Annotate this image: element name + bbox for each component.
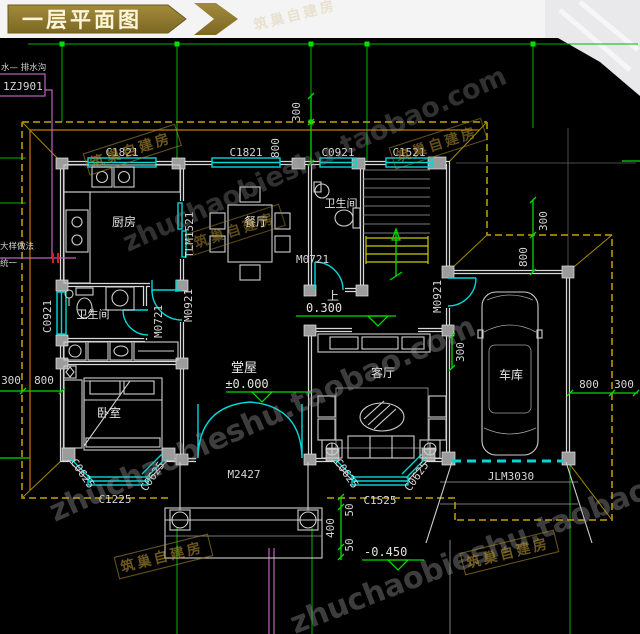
dimension-lines [0,92,640,561]
dim-top-300: 300 [290,102,303,122]
stairs [363,169,430,281]
annotations: 水— 排水沟 1ZJ901 大样做法 统一 [0,62,76,269]
window-c0921-top [319,157,357,168]
marble-corner [545,0,640,96]
dim-bottom-50b: 50 [343,538,356,551]
dim-bottom-50a: 50 [343,503,356,516]
dim-tr-800: 800 [517,247,530,267]
dim-bottom-400: 400 [324,518,337,538]
bath-right-fixtures [313,181,361,229]
label-m0921-hall: M0921 [182,289,195,322]
room-bath-left: 卫生间 [77,307,110,321]
label-c0921-top: C0921 [321,146,354,159]
room-living: 客厅 [371,365,395,380]
room-garage: 车库 [499,367,523,382]
car [477,291,543,456]
note-drain: 水— 排水沟 [1,62,46,73]
room-bedroom: 卧室 [97,405,121,420]
dim-left-300: 300 [1,374,21,387]
door-m0921-hall [151,289,183,321]
note-left1: 大样做法 [0,241,34,252]
dim-left-800: 800 [34,374,54,387]
banner-chevron-icon [194,3,238,35]
dim-tr-300: 300 [537,211,550,231]
door-m0721-bath [314,261,344,291]
room-kitchen: 厨房 [112,214,136,229]
label-m0921-garage: M0921 [431,280,444,313]
dim-garage-300: 300 [454,342,467,362]
header: 一层平面图 筑巢自建房 [0,0,640,96]
bath-left-fixtures [63,286,179,361]
door-m0921-garage [447,277,477,307]
kitchen-opening-jambs [151,280,177,292]
elevation-markers: 堂屋 ±0.000 上 0.300 -0.450 [225,289,424,571]
label-c1821-a: C1821 [105,146,138,159]
living-furniture [317,333,447,459]
door-m2427-double [197,401,303,459]
label-tlm1521: TLM1521 [183,212,196,258]
label-m0721-left: M0721 [152,305,165,338]
door-tlm1521 [177,202,187,258]
page-title: 一层平面图 [22,7,142,32]
note-ref: 1ZJ901 [3,80,43,93]
title-banner [7,4,187,34]
label-m0721-bath: M0721 [296,253,329,266]
dim-right-800: 800 [579,378,599,391]
label-m2427: M2427 [227,468,260,481]
stair-up-label: 上 [327,289,339,303]
room-labels: 厨房 餐厅 卫生间 卫生间 客厅 卧室 车库 [77,196,524,420]
doors [122,202,477,459]
room-dining: 餐厅 [244,214,268,229]
marble-streaks [558,0,640,72]
porch [164,462,323,559]
room-hall: 堂屋 [231,361,257,376]
label-c1821-b: C1821 [229,146,262,159]
vanity-row [63,341,179,361]
roof-outline [21,121,613,521]
label-jlm3030: JLM3030 [488,470,534,483]
bay-window-c1225 [67,453,169,486]
grid-lines [0,41,640,634]
dining-furniture [209,186,291,281]
label-c1525: C1525 [363,494,396,507]
dim-right-300: 300 [614,378,634,391]
room-bath-right: 卫生间 [325,196,358,210]
label-c1521: C1521 [392,146,425,159]
garage-apron [425,461,593,544]
label-c0921-left: C0921 [41,300,54,333]
bay-window-c1525 [331,453,429,486]
window-c1821-b [211,157,281,168]
dim-top-800: 800 [269,138,282,158]
window-c0921-left [56,291,67,335]
dimension-labels: 300 800 300 800 800 300 300 300 800 50 4… [1,102,634,552]
note-left2: 统一 [0,258,18,269]
label-c1225: C1225 [98,493,131,506]
elev-porch: -0.450 [364,545,407,559]
elev-stair: 0.300 [306,301,342,315]
bedroom-furniture [63,365,163,451]
elev-ground: ±0.000 [225,377,268,391]
